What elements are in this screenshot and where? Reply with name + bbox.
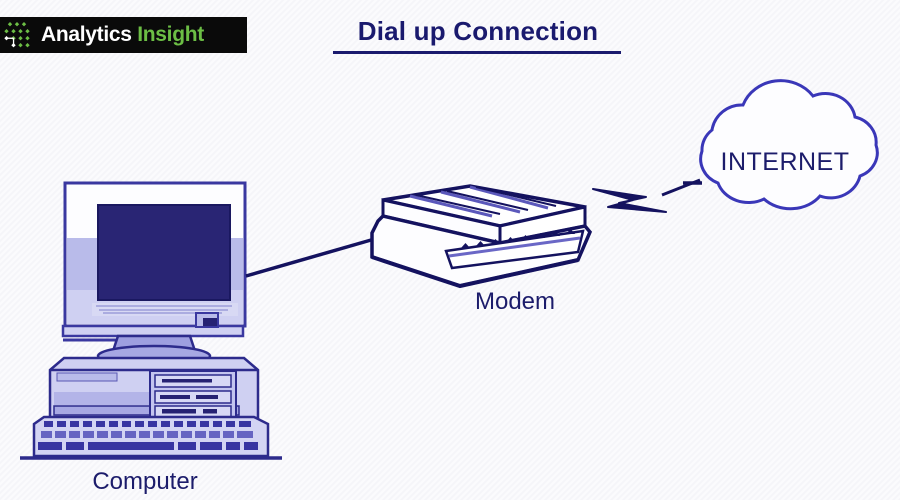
cloud-icon xyxy=(683,79,879,211)
desktop-computer-icon xyxy=(20,181,282,460)
link-modem-to-internet xyxy=(592,178,701,213)
title-underline xyxy=(333,51,621,54)
label-computer: Computer xyxy=(92,468,198,495)
logo-word-analytics: Analytics xyxy=(41,23,132,46)
label-internet: INTERNET xyxy=(720,148,850,176)
modem-icon xyxy=(370,184,593,289)
link-computer-to-modem xyxy=(245,236,379,278)
logo-wordmark: Analytics Insight xyxy=(41,23,204,47)
label-modem: Modem xyxy=(474,288,556,315)
page-title: Dial up Connection xyxy=(357,16,599,46)
dot-grid-icon xyxy=(4,22,30,48)
modem-led-indicators xyxy=(461,229,575,248)
logo-word-insight: Insight xyxy=(137,23,204,46)
analytics-insight-logo: Analytics Insight xyxy=(0,17,247,53)
